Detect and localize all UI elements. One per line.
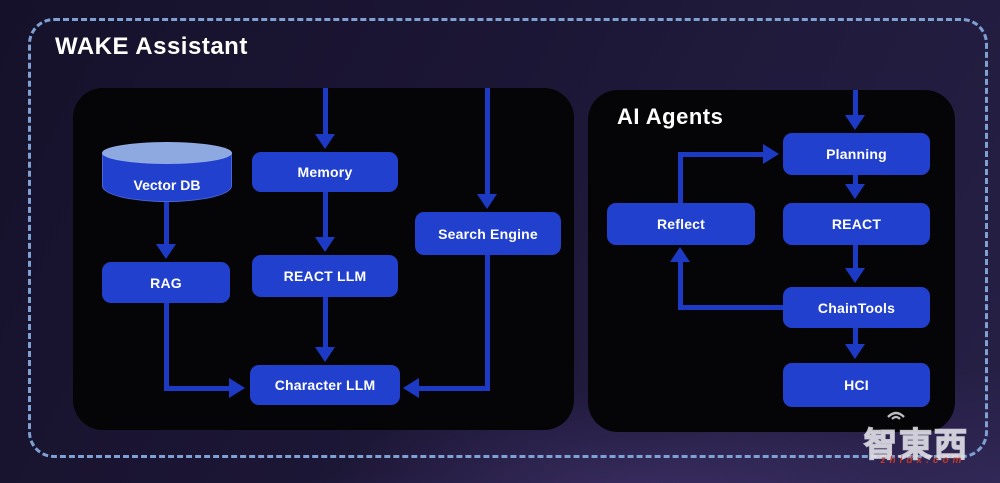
node-label: Memory <box>297 164 353 180</box>
node-search-engine: Search Engine <box>415 212 561 255</box>
arrow-stem <box>164 386 231 391</box>
wake-assistant-panel: Vector DB Memory Search Engine RAG REACT… <box>73 88 574 430</box>
antenna-icon <box>887 411 905 420</box>
arrow-stem <box>323 297 328 349</box>
arrow-stem <box>323 88 328 136</box>
arrow-stem <box>853 175 858 186</box>
ai-agents-title: AI Agents <box>617 104 724 129</box>
arrow-stem <box>678 152 765 157</box>
wake-assistant-dashed-border <box>28 18 988 458</box>
arrow-stem <box>323 192 328 239</box>
arrow-stem <box>678 260 683 310</box>
arrow-stem <box>678 305 783 310</box>
node-label: Search Engine <box>438 225 538 242</box>
node-react-llm: REACT LLM <box>252 255 398 297</box>
node-label: Reflect <box>656 216 706 232</box>
arrow-head <box>403 378 419 398</box>
watermark-site-text: zhidx.com <box>880 455 966 466</box>
node-vector-db: Vector DB <box>102 142 232 202</box>
arrow-stem <box>164 303 169 391</box>
ai-agents-panel: AI Agents Planning Reflect REACT ChainTo… <box>588 90 955 432</box>
arrow-head <box>156 244 176 259</box>
node-reflect: Reflect <box>607 203 755 245</box>
node-memory: Memory <box>252 152 398 192</box>
node-character-llm: Character LLM <box>250 365 400 405</box>
arrow-stem <box>164 202 169 246</box>
arrow-stem <box>678 152 683 203</box>
node-label: Planning <box>826 146 887 162</box>
node-label: REACT LLM <box>283 268 367 284</box>
node-label: REACT <box>831 216 882 232</box>
node-chaintools: ChainTools <box>783 287 930 328</box>
arrow-head <box>315 347 335 362</box>
arrow-head <box>763 144 779 164</box>
arrow-head <box>845 184 865 199</box>
arrow-head <box>670 247 690 262</box>
node-label: ChainTools <box>817 299 896 316</box>
node-react: REACT <box>783 203 930 245</box>
node-planning: Planning <box>783 133 930 175</box>
node-rag: RAG <box>102 262 230 303</box>
arrow-head <box>477 194 497 209</box>
arrow-stem <box>485 88 490 196</box>
arrow-stem <box>853 90 858 117</box>
arrow-head <box>845 268 865 283</box>
arrow-stem <box>485 255 490 391</box>
node-label: Vector DB <box>133 177 201 193</box>
arrow-stem <box>853 328 858 346</box>
page-title: WAKE Assistant <box>55 33 248 60</box>
arrow-head <box>315 237 335 252</box>
arrow-head <box>845 115 865 130</box>
arrow-stem <box>853 245 858 270</box>
node-hci: HCI <box>783 363 930 407</box>
arrow-head <box>315 134 335 149</box>
cylinder-top-ellipse <box>102 142 232 164</box>
node-label: HCI <box>844 377 869 393</box>
zhidx-watermark: 智東西 zhidx.com <box>852 402 992 477</box>
arrow-head <box>229 378 245 398</box>
node-label: RAG <box>150 274 182 291</box>
arrow-stem <box>418 386 490 391</box>
arrow-head <box>845 344 865 359</box>
node-label: Character LLM <box>274 377 376 393</box>
watermark-logo-text: 智東西 <box>863 425 969 464</box>
